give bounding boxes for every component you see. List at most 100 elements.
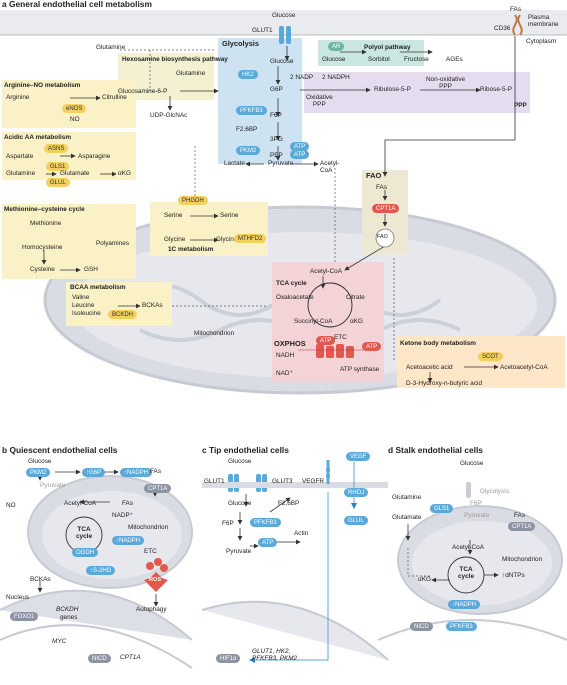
b-fas: FAs bbox=[150, 468, 162, 475]
atp-1: ATP bbox=[290, 142, 310, 151]
cytoplasm-label: Cytoplasm bbox=[526, 38, 557, 45]
cysteine: Cysteine bbox=[30, 266, 55, 273]
b-s2hg: ↑S-2HG bbox=[86, 566, 116, 575]
mitochondrion-label: Mitochondrion bbox=[194, 330, 235, 337]
glucose-mid: Glucose bbox=[270, 58, 294, 65]
panel-c-heading: c Tip endothelial cells bbox=[202, 445, 289, 456]
threepg: 3PG bbox=[270, 136, 283, 143]
d-glucose: Glucose bbox=[460, 460, 484, 467]
met-cys-box bbox=[2, 204, 136, 279]
b-pyruvate: Pyruvate bbox=[40, 482, 66, 489]
sorbitol: Sorbitol bbox=[368, 56, 390, 63]
b-bckdh: BCKDH bbox=[56, 606, 79, 613]
b-nadp: NADP⁺ bbox=[112, 512, 134, 519]
tca-label: TCA cycle bbox=[276, 280, 307, 287]
c-vegf: VEGF bbox=[346, 452, 371, 461]
c-vegfr: VEGFR bbox=[302, 478, 325, 485]
c-f268p: F2,6BP bbox=[278, 500, 300, 507]
d-cpt1a: CPT1A bbox=[508, 522, 536, 531]
coa-word: CoA bbox=[320, 167, 333, 175]
b-mito: Mitochondrion bbox=[128, 524, 169, 531]
aspartate: Aspartate bbox=[6, 153, 34, 160]
d-dntps: ↑dNTPs bbox=[502, 572, 525, 579]
bckas: BCKAs bbox=[142, 302, 163, 309]
c-atp: ATP bbox=[258, 538, 278, 547]
c-hif: HIF1α bbox=[216, 654, 241, 663]
gsh: GSH bbox=[84, 266, 98, 273]
acetylcoa-mito: Acetyl-CoA bbox=[310, 268, 342, 275]
d-tca-word: TCA bbox=[459, 566, 473, 573]
gls1-pill: GLS1 bbox=[46, 162, 70, 171]
panel-a-heading: a General endothelial cell metabolism bbox=[2, 0, 152, 10]
leucine: Leucine bbox=[72, 302, 95, 309]
cd36-label: CD36 bbox=[494, 25, 511, 32]
panel-d-heading: d Stalk endothelial cells bbox=[388, 445, 483, 456]
oxidative-ppp-word: PPP bbox=[312, 101, 326, 109]
glycolysis-title: Glycolysis bbox=[222, 39, 259, 48]
oxidative-word: Oxidative bbox=[306, 94, 333, 101]
panel-a-title: General endothelial cell metabolism bbox=[9, 0, 152, 9]
d-nadph: ↑NADPH bbox=[448, 600, 481, 609]
lactate: Lactate bbox=[224, 160, 245, 167]
c-targets: GLUT1, HK2,PFKFB3, PKM2 bbox=[252, 648, 297, 663]
panel-d-letter: d bbox=[388, 445, 394, 455]
ages: AGEs bbox=[446, 56, 463, 63]
b-cycle-word: cycle bbox=[76, 533, 92, 541]
d-fas: FAs bbox=[514, 512, 526, 519]
polyol-title: Polyol pathway bbox=[364, 44, 411, 51]
g6p: G6P bbox=[270, 86, 283, 93]
panel-b-letter: b bbox=[2, 445, 8, 455]
b-pkm2: PKM2 bbox=[26, 468, 51, 477]
aa-title: Acidic AA metabolism bbox=[4, 134, 71, 141]
c-actin: Actin bbox=[294, 530, 309, 537]
glycine-1: Glycine bbox=[164, 236, 186, 243]
asns-pill: ASNS bbox=[44, 144, 69, 153]
onec-label: 1C metabolism bbox=[168, 246, 214, 253]
bcaa-title: BCAA metabolism bbox=[70, 284, 126, 291]
nad: NAD⁺ bbox=[276, 370, 293, 377]
b-nadph-top: ↑NADPH bbox=[120, 468, 153, 477]
b-nucleus bbox=[0, 589, 193, 641]
d-gls1: GLS1 bbox=[430, 504, 454, 513]
pfkfb3-pill: PFKFB3 bbox=[236, 106, 267, 115]
enos-pill: eNOS bbox=[62, 104, 87, 113]
akg-mito: αKG bbox=[350, 318, 363, 325]
b-fas2: FAs bbox=[122, 500, 134, 507]
panel-a-letter: a bbox=[2, 0, 7, 9]
ppp-box bbox=[304, 72, 530, 113]
nadh: NADH bbox=[276, 352, 295, 359]
d-f6p: F6P bbox=[470, 500, 482, 507]
f268p: F2,6BP bbox=[236, 126, 258, 133]
acetoacetyl: Acetoacetyl-CoA bbox=[500, 364, 548, 371]
b-autophagy: Autophagy bbox=[136, 606, 167, 613]
b-no: NO bbox=[6, 502, 16, 509]
c-targets-1: GLUT1, HK2, bbox=[252, 648, 291, 655]
d-glycolysis: Glycolysis bbox=[480, 488, 509, 495]
homocysteine: Homocysteine bbox=[22, 244, 63, 251]
b-g6p: ↑G6P bbox=[82, 468, 106, 477]
fao-circle: FAO bbox=[377, 234, 388, 240]
ketone-box bbox=[397, 336, 565, 388]
pyruvate: Pyruvate bbox=[268, 160, 294, 167]
acetyl-word: Acetyl- bbox=[320, 160, 340, 167]
atp-synthase: ATP synthase bbox=[340, 366, 380, 373]
atp-2: ATP bbox=[290, 150, 310, 159]
valine: Valine bbox=[72, 294, 90, 301]
b-nadph-mito: ↑NADPH bbox=[112, 536, 145, 545]
b-foxo1: FOXO1 bbox=[10, 612, 39, 621]
ribulose: Ribulose-5-P bbox=[374, 86, 411, 93]
oxphos-title: OXPHOS bbox=[274, 339, 306, 348]
ar-pill: AR bbox=[328, 42, 345, 51]
d-acetylcoa: Acetyl-CoA bbox=[452, 544, 484, 551]
glut1-label: GLUT1 bbox=[252, 27, 273, 34]
hex-glutamine: Glutamine bbox=[176, 70, 206, 77]
isoleucine: Isoleucine bbox=[72, 310, 101, 317]
d-glutamate: Glutamate bbox=[392, 514, 422, 521]
b-genes: genes bbox=[60, 614, 78, 621]
glucose-top: Glucose bbox=[272, 12, 296, 19]
glucose-polyol: Glucose bbox=[322, 56, 346, 63]
hex-title-text: Hexosamine biosynthesis pathway bbox=[122, 56, 228, 63]
glycine-2: Glycine bbox=[216, 236, 238, 243]
